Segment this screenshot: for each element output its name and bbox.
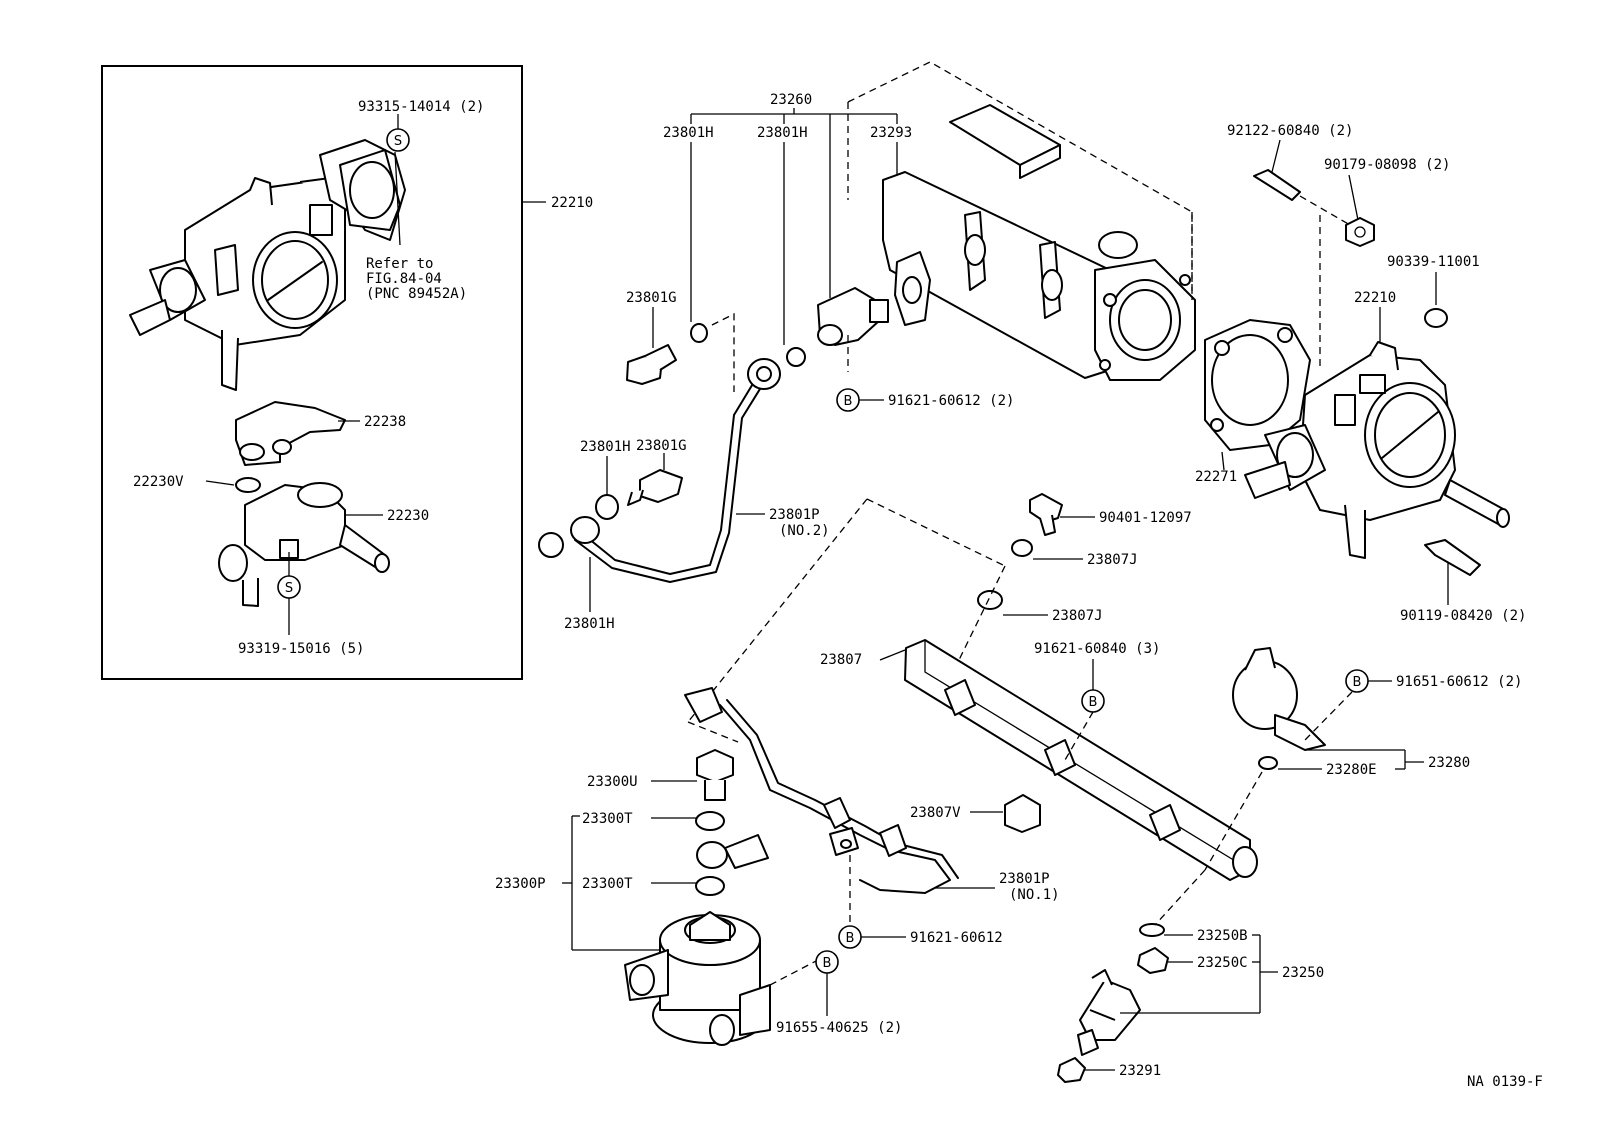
label-22210-main[interactable]: 22210: [1354, 290, 1396, 306]
label-23291[interactable]: 23291: [1119, 1063, 1161, 1079]
label-23300u[interactable]: 23300U: [587, 774, 638, 790]
label-23801p-no2[interactable]: 23801P: [769, 507, 820, 523]
label-23280e[interactable]: 23280E: [1326, 762, 1377, 778]
gasket-22271[interactable]: [1204, 319, 1311, 451]
label-91621-60612-2[interactable]: 91621-60612 (2): [888, 393, 1014, 409]
figure-code: NA 0139-F: [1467, 1074, 1543, 1090]
label-22230[interactable]: 22230: [387, 508, 429, 524]
label-22210-inset[interactable]: 22210: [551, 195, 593, 211]
vsv-bracket[interactable]: [817, 287, 889, 346]
inset-flange-gasket[interactable]: [319, 139, 406, 241]
label-23807j-b[interactable]: 23807J: [1052, 608, 1103, 624]
label-fig-84-04: FIG.84-04: [366, 271, 442, 287]
label-22271[interactable]: 22271: [1195, 469, 1237, 485]
label-23801g-b[interactable]: 23801G: [636, 438, 687, 454]
grommet-23250c[interactable]: [1137, 947, 1169, 974]
gasket-23807j-b[interactable]: [977, 590, 1003, 610]
insulator-23807v[interactable]: [1004, 794, 1041, 833]
label-92122-60840[interactable]: 92122-60840 (2): [1227, 123, 1353, 139]
badge-b-91655-text: B: [823, 956, 832, 971]
label-90119-08420[interactable]: 90119-08420 (2): [1400, 608, 1526, 624]
label-pnc-89452a: (PNC 89452A): [366, 286, 467, 302]
fitting-eye[interactable]: [696, 841, 728, 869]
label-22230v[interactable]: 22230V: [133, 474, 184, 490]
intake-plenum[interactable]: [847, 61, 1196, 381]
bolt-23801g-a[interactable]: [626, 344, 677, 385]
washer-23801h-b[interactable]: [786, 347, 806, 367]
nut-90179[interactable]: [1345, 217, 1375, 247]
label-23801p-no1[interactable]: 23801P: [999, 871, 1050, 887]
label-23280[interactable]: 23280: [1428, 755, 1470, 771]
washer-23801h-c[interactable]: [595, 494, 619, 520]
label-23300p[interactable]: 23300P: [495, 876, 546, 892]
label-23260[interactable]: 23260: [770, 92, 812, 108]
label-23293[interactable]: 23293: [870, 125, 912, 141]
label-93315-14014[interactable]: 93315-14014 (2): [358, 99, 484, 115]
label-23300t-b[interactable]: 23300T: [582, 876, 633, 892]
gasket-23300t-b[interactable]: [695, 876, 725, 896]
label-90179-08098[interactable]: 90179-08098 (2): [1324, 157, 1450, 173]
label-23250b[interactable]: 23250B: [1197, 928, 1248, 944]
inset-throttle-body[interactable]: [129, 177, 346, 391]
label-90401-12097[interactable]: 90401-12097: [1099, 510, 1192, 526]
label-90339-11001[interactable]: 90339-11001: [1387, 254, 1480, 270]
label-23807v[interactable]: 23807V: [910, 805, 961, 821]
label-23801h-top-left[interactable]: 23801H: [663, 125, 714, 141]
label-23807[interactable]: 23807: [820, 652, 862, 668]
oring-23280e[interactable]: [1258, 756, 1278, 770]
badge-s-93315-text: S: [394, 134, 402, 149]
label-23801h-top-right[interactable]: 23801H: [757, 125, 808, 141]
badge-s-93319-text: S: [285, 581, 293, 596]
label-23250c[interactable]: 23250C: [1197, 955, 1248, 971]
inset-gasket-22238[interactable]: [235, 401, 346, 466]
washer-23801h-a[interactable]: [690, 323, 708, 343]
oring-23250b[interactable]: [1139, 923, 1165, 937]
label-23250[interactable]: 23250: [1282, 965, 1324, 981]
label-refer-to: Refer to: [366, 256, 433, 272]
pulsation-damper[interactable]: [624, 911, 771, 1046]
label-91651-60612[interactable]: 91651-60612 (2): [1396, 674, 1522, 690]
fuel-pipe-no1[interactable]: [684, 687, 959, 894]
label-23300t-a[interactable]: 23300T: [582, 811, 633, 827]
oring-23291[interactable]: [1057, 1057, 1086, 1083]
badge-b-91621-3-text: B: [1089, 695, 1098, 710]
badge-b-91651-text: B: [1353, 675, 1362, 690]
fuel-delivery-rail[interactable]: [904, 639, 1258, 881]
label-91655-40625[interactable]: 91655-40625 (2): [776, 1020, 902, 1036]
label-23801g-a[interactable]: 23801G: [626, 290, 677, 306]
label-23801p-no2-sub: (NO.2): [779, 523, 830, 539]
fuel-injector-23250[interactable]: [1077, 969, 1141, 1056]
inset-oring-22230v[interactable]: [235, 477, 261, 493]
oring-90339[interactable]: [1424, 308, 1448, 328]
inset-valve-22230[interactable]: [218, 482, 390, 607]
label-23801h-c[interactable]: 23801H: [580, 439, 631, 455]
label-93319-15016[interactable]: 93319-15016 (5): [238, 641, 364, 657]
label-23801p-no1-sub: (NO.1): [1009, 887, 1060, 903]
label-23807j-a[interactable]: 23807J: [1087, 552, 1138, 568]
label-91621-60612[interactable]: 91621-60612: [910, 930, 1003, 946]
bolt-23300u[interactable]: [696, 749, 734, 801]
label-91621-60840[interactable]: 91621-60840 (3): [1034, 641, 1160, 657]
bolt-90119[interactable]: [1424, 539, 1481, 576]
pressure-regulator-23280[interactable]: [1232, 647, 1326, 751]
inset-frame: [101, 65, 523, 680]
label-23801h-d[interactable]: 23801H: [564, 616, 615, 632]
badge-b-91621-1-text: B: [846, 931, 855, 946]
bolt-23801g-b[interactable]: [627, 469, 683, 506]
gasket-23300t-a[interactable]: [695, 811, 725, 831]
stud-92122[interactable]: [1253, 169, 1301, 201]
union-bolt-90401[interactable]: [1029, 493, 1063, 536]
washer-23801h-d[interactable]: [538, 532, 564, 558]
throttle-body-main[interactable]: [1244, 341, 1510, 559]
label-22238[interactable]: 22238: [364, 414, 406, 430]
gasket-23807j-a[interactable]: [1011, 539, 1033, 557]
fuel-pipe-no2[interactable]: [570, 358, 781, 583]
badge-b-91621-2-text: B: [844, 394, 853, 409]
